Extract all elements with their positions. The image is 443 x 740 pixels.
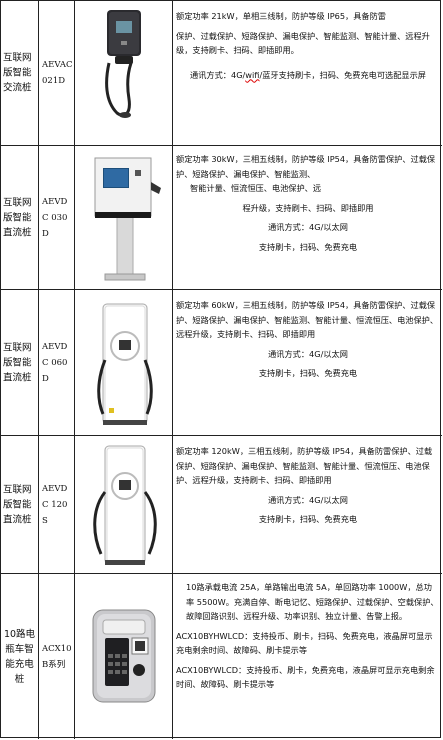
description: 额定功率 21kW，单相三线制，防护等级 IP65，具备防雷 保护、过载保护、短… <box>176 9 440 82</box>
model-cell: ACX10B系列 <box>39 574 75 739</box>
desc-line: 通讯方式：4G/以太网 <box>268 348 348 359</box>
table-row: 互联网版智能直流桩 AEVDC 120S 额定功率 120kW，三相五线制，防护… <box>1 435 442 573</box>
desc-line: 程升级，支持刷卡、扫码、即插即用 <box>242 202 374 213</box>
description-cell: 额定功率 60kW，三相五线制，防护等级 IP54，具备防雷保护、过载保护、短路… <box>173 290 442 435</box>
desc-line: 通讯方式：4G/以太网 <box>268 494 348 505</box>
ebike-charger-image <box>92 609 156 703</box>
model-number: AEVDC 030D <box>42 196 68 239</box>
desc-line: 额定功率 30kW，三相五线制，防护等级 IP54，具备防雷保护、过载保护、短路… <box>176 154 436 179</box>
product-image-cell <box>75 1 173 145</box>
product-name-cell: 互联网版智能直流桩 <box>1 146 39 289</box>
description-cell: 额定功率 30kW，三相五线制，防护等级 IP54，具备防雷保护、过载保护、短路… <box>173 146 442 289</box>
table-row: 10路电瓶车智能充电桩 ACX10B系列 <box>1 573 442 739</box>
dc-charger-60kw-image <box>97 303 153 425</box>
description: 额定功率 30kW，三相五线制，防护等级 IP54，具备防雷保护、过载保护、短路… <box>176 152 440 254</box>
desc-line: ACX10BYWLCD：支持投币、刷卡，免费充电，液晶屏可显示充电剩余时间、故障… <box>176 664 435 690</box>
table-row: 互联网版智能直流桩 AEVDC 030D 额定功率 30kW，三相五线制，防护等… <box>1 145 442 289</box>
desc-line: 支持刷卡，扫码、免费充电 <box>258 241 358 252</box>
dc-charger-30kw-image <box>94 157 161 281</box>
product-name-cell: 互联网版智能交流桩 <box>1 1 39 145</box>
description: 额定功率 120kW，三相五线制，防护等级 IP54，具备防雷保护、过载保护、短… <box>176 444 440 527</box>
desc-line: 通讯方式：4G/以太网 <box>268 222 348 232</box>
desc-line: 保护、过载保护、短路保护、漏电保护、智能监测、智能计量、远程升级，支持刷卡、扫码… <box>176 30 430 56</box>
description-cell: 额定功率 120kW，三相五线制，防护等级 IP54，具备防雷保护、过载保护、短… <box>173 436 442 573</box>
product-name-cell: 10路电瓶车智能充电桩 <box>1 574 39 739</box>
product-image-cell <box>75 436 173 573</box>
product-name: 互联网版智能直流桩 <box>3 197 32 238</box>
desc-line: 额定功率 60kW，三相五线制，防护等级 IP54，具备防雷保护、过载保护、短路… <box>176 300 439 339</box>
product-name: 互联网版智能直流桩 <box>3 484 32 525</box>
product-name: 互联网版智能交流桩 <box>3 52 32 94</box>
desc-line: ACX10BYHWLCD：支持投币、刷卡，扫码、免费充电，液晶屏可显示充电剩余时… <box>176 630 433 656</box>
model-cell: AEVDC 120S <box>39 436 75 573</box>
desc-line: 10路承载电流 25A，单路输出电流 5A，单回路功率 1000W，总功率 55… <box>186 582 439 621</box>
desc-line: 额定功率 21kW，单相三线制，防护等级 IP65，具备防雷 <box>176 11 386 21</box>
model-cell: AEVAC 021D <box>39 1 75 145</box>
model-number: AEVAC 021D <box>42 60 73 86</box>
table-row: 互联网版智能交流桩 AEVAC 021D 额定功率 21kW，单相三线制，防护等… <box>1 1 442 145</box>
product-image-cell <box>75 146 173 289</box>
model-cell: AEVDC 030D <box>39 146 75 289</box>
product-name: 10路电瓶车智能充电桩 <box>3 628 36 685</box>
table-row: 互联网版智能直流桩 AEVDC 060D 额定功率 60kW，三相五线制，防护等… <box>1 289 442 435</box>
product-image-cell <box>75 574 173 739</box>
desc-line: 支持刷卡，扫码、免费充电 <box>258 514 358 524</box>
model-number: AEVDC 060D <box>42 341 68 384</box>
model-number: AEVDC 120S <box>42 483 68 526</box>
desc-line: 支持刷卡，扫码、免费充电 <box>258 368 358 378</box>
desc-line: 通讯方式：4G/wifi/蓝牙支持刷卡，扫码、免费充电可选配显示屏 <box>190 69 426 80</box>
dc-charger-120kw-image <box>93 445 157 565</box>
description-cell: 10路承载电流 25A，单路输出电流 5A，单回路功率 1000W，总功率 55… <box>173 574 442 739</box>
ac-charger-image <box>105 10 141 118</box>
description-cell: 额定功率 21kW，单相三线制，防护等级 IP65，具备防雷 保护、过载保护、短… <box>173 1 442 145</box>
product-name: 互联网版智能直流桩 <box>3 342 32 383</box>
desc-line: 智能计量、恒流恒压、电池保护、远 <box>190 183 322 193</box>
desc-line: 额定功率 120kW，三相五线制，防护等级 IP54，具备防雷保护、过载保护、短… <box>176 446 433 485</box>
product-name-cell: 互联网版智能直流桩 <box>1 290 39 435</box>
description: 额定功率 60kW，三相五线制，防护等级 IP54，具备防雷保护、过载保护、短路… <box>176 298 440 381</box>
product-image-cell <box>75 290 173 435</box>
model-number: ACX10B系列 <box>42 643 72 670</box>
model-cell: AEVDC 060D <box>39 290 75 435</box>
description: 10路承载电流 25A，单路输出电流 5A，单回路功率 1000W，总功率 55… <box>176 580 440 692</box>
product-name-cell: 互联网版智能直流桩 <box>1 436 39 573</box>
